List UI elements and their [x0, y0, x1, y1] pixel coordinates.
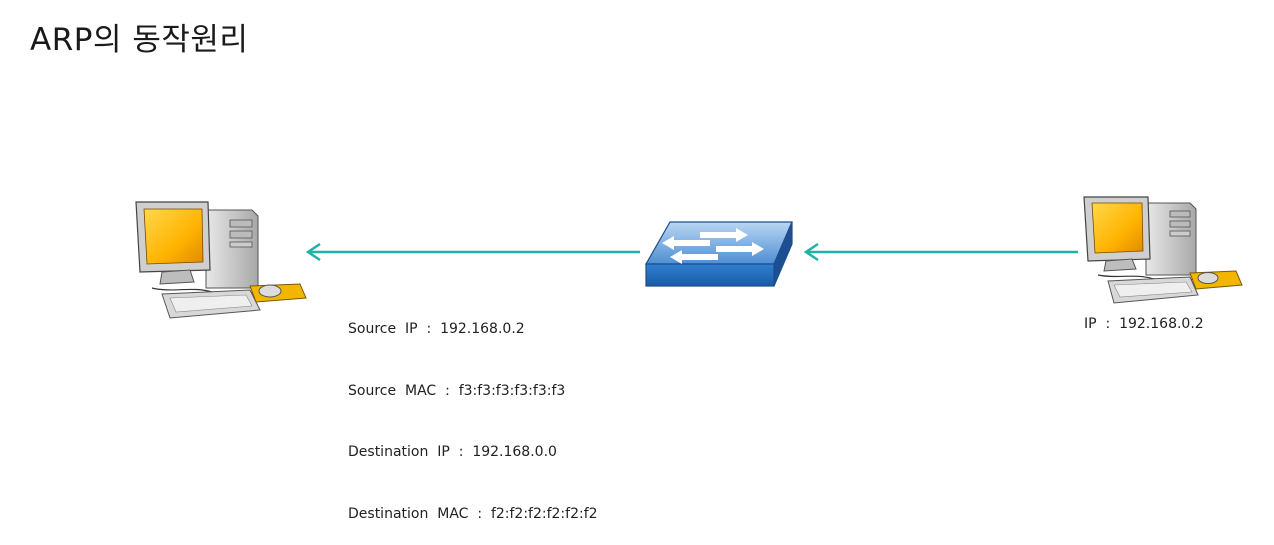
- right-arrow: [803, 242, 1078, 262]
- diagram-title: ARP의 동작원리: [30, 22, 249, 58]
- desktop-computer-icon: [135, 201, 307, 319]
- source-ip-text: Source IP : 192.168.0.2: [348, 321, 525, 337]
- desktop-computer-icon: [1083, 196, 1243, 304]
- destination-mac-text: Destination MAC : f2:f2:f2:f2:f2:f2: [348, 505, 598, 522]
- arp-packet-info: Source IP : 192.168.0.2 Source MAC : f3:…: [348, 278, 598, 545]
- destination-ip-text: Destination IP : 192.168.0.0: [348, 444, 557, 460]
- left-arrow: [305, 242, 640, 262]
- network-switch-icon: [644, 221, 793, 287]
- source-mac-text: Source MAC : f3:f3:f3:f3:f3:f3: [348, 382, 566, 399]
- right-host-ip-text: IP : 192.168.0.2: [1084, 316, 1204, 332]
